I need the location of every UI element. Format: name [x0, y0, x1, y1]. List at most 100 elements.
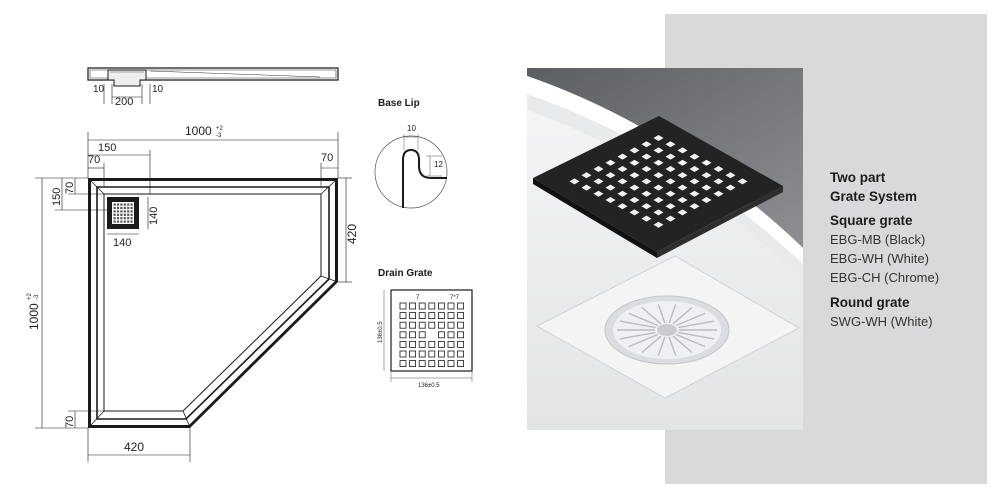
- grate-hole: [593, 166, 604, 172]
- base-lip-dim-10: 10: [407, 124, 416, 133]
- grate-slot: [399, 331, 407, 339]
- grate-slot: [409, 360, 417, 368]
- plan-drain-slot: [123, 203, 126, 206]
- round-grate-spoke: [657, 304, 666, 324]
- grate-slot: [447, 321, 455, 329]
- grate-slot: [418, 331, 426, 339]
- grate-hole: [617, 166, 628, 172]
- grate-slot: [428, 302, 436, 310]
- grate-hole: [653, 184, 664, 191]
- grate-slot: [447, 302, 455, 310]
- grate-hole: [701, 197, 712, 203]
- plan-drain-slot: [120, 206, 123, 210]
- plan-drain-slot: [123, 210, 126, 213]
- plan-drain-slot: [113, 217, 116, 220]
- drain-grate-dim-bottom: 136±0.5: [418, 383, 440, 389]
- round-grate-spoke: [657, 336, 666, 356]
- grate-slot: [409, 302, 417, 310]
- grate-hole: [617, 153, 628, 160]
- round-grate-spoke: [668, 304, 677, 324]
- round-grate-spoke: [672, 306, 693, 325]
- grate-slot: [437, 321, 445, 329]
- plan-drain-slot: [123, 206, 126, 210]
- grate-slot: [457, 321, 465, 329]
- grate-hole: [665, 178, 676, 185]
- plan-drain-slot: [113, 220, 116, 223]
- grate-hole: [713, 178, 724, 185]
- grate-hole: [665, 190, 676, 197]
- grate-slot: [428, 360, 436, 368]
- drain-grate-title: Drain Grate: [378, 268, 433, 279]
- plan-drain-slot: [130, 220, 133, 223]
- dim-width-tol-lower: -3: [216, 133, 222, 139]
- grate-hole: [569, 178, 580, 185]
- spec-heading-line1: Two part: [830, 170, 886, 185]
- grate-product-render: [527, 68, 803, 430]
- plan-drain-slot: [130, 213, 133, 216]
- grate-hole: [677, 197, 688, 203]
- plan-drain-slot: [113, 206, 116, 210]
- grate-hole: [641, 178, 652, 185]
- grate-hole: [653, 147, 664, 154]
- grate-hole: [677, 147, 688, 154]
- grate-hole: [629, 197, 640, 203]
- plan-drain-slot: [127, 210, 130, 213]
- grate-hole: [725, 184, 736, 191]
- grate-hole: [629, 209, 640, 216]
- grate-slot: [428, 312, 436, 320]
- dim-70-side: 70: [64, 182, 76, 194]
- dim-side-10-left: 10: [93, 84, 105, 95]
- dim-width: 1000: [185, 124, 212, 138]
- grate-slot: [457, 350, 465, 358]
- grate-hole: [737, 178, 748, 185]
- grate-hole: [677, 172, 688, 179]
- grate-slot: [399, 312, 407, 320]
- round-grate-spoke: [668, 336, 677, 356]
- grate-hole: [665, 203, 676, 210]
- square-grate-item: EBG-MB (Black): [830, 232, 926, 247]
- grate-slot: [437, 302, 445, 310]
- technical-drawing: 10 200 10 1000 +2 -3: [27, 67, 473, 462]
- round-grate-spoke: [641, 335, 662, 354]
- grate-slot: [428, 350, 436, 358]
- grate-hole: [665, 166, 676, 172]
- grate-hole: [653, 221, 664, 228]
- grate-hole: [641, 141, 652, 148]
- grate-hole: [689, 178, 700, 185]
- round-grate-spoke: [628, 333, 659, 348]
- grate-hole: [641, 203, 652, 210]
- plan-drain-slot: [130, 217, 133, 220]
- plan-drain-slot: [123, 217, 126, 220]
- grate-slot: [457, 340, 465, 348]
- grate-hole: [641, 153, 652, 160]
- plan-drain-slot: [127, 213, 130, 216]
- dim-420-bottom: 420: [124, 440, 144, 454]
- plan-drain-slot: [127, 206, 130, 210]
- dim-140-bottom: 140: [113, 237, 131, 249]
- round-grate-spoke: [628, 312, 659, 327]
- grate-slot: [399, 350, 407, 358]
- grate-slot: [418, 350, 426, 358]
- dim-height-tol-lower: -3: [34, 294, 40, 300]
- plan-drain-slot: [127, 220, 130, 223]
- grate-hole: [605, 184, 616, 191]
- grate-hole: [665, 153, 676, 160]
- plan-drain-slot: [113, 213, 116, 216]
- grate-slot: [409, 350, 417, 358]
- round-grate-spoke: [619, 320, 656, 329]
- grate-hole: [581, 184, 592, 191]
- grate-hole: [617, 190, 628, 197]
- round-grate-spoke: [641, 306, 662, 325]
- grate-hole: [689, 153, 700, 160]
- grate-slot: [447, 331, 455, 339]
- grate-hole: [605, 159, 616, 166]
- square-grate-item: EBG-WH (White): [830, 251, 929, 266]
- grate-slot: [399, 340, 407, 348]
- grate-system-specs: Two part Grate System Square grate EBG-M…: [830, 168, 990, 331]
- dim-150-side: 150: [51, 188, 63, 206]
- plan-drain-slot: [127, 217, 130, 220]
- round-grate-spoke: [678, 331, 715, 340]
- plan-drain-slot: [120, 217, 123, 220]
- grate-slot: [418, 360, 426, 368]
